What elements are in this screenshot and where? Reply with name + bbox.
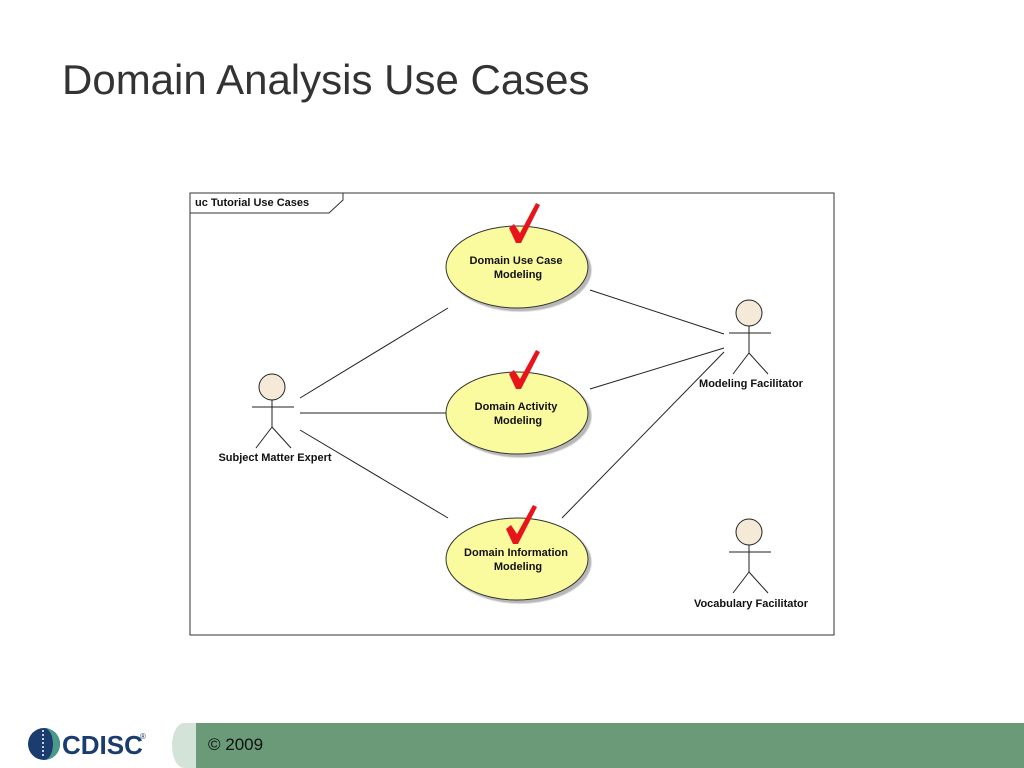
check-marks <box>506 203 540 544</box>
actor-head <box>735 518 763 546</box>
assoc-mf-information <box>561 351 725 519</box>
use-case-label-line2: Modeling <box>494 269 542 281</box>
assoc-sme-information <box>299 429 449 519</box>
footer-curve <box>172 723 196 768</box>
use-case-ellipse <box>445 517 589 601</box>
actor-leg-left <box>255 426 273 449</box>
use-case-ellipse <box>445 225 589 309</box>
check-mark-icon <box>509 203 540 243</box>
use-case-ellipse <box>445 371 589 455</box>
use-case-domain-use-case-modeling[interactable]: Domain Use Case Modeling <box>445 225 589 309</box>
cdisc-logo-icon <box>28 728 60 760</box>
use-case-label-line1: Domain Activity <box>475 401 559 413</box>
check-mark-icon <box>506 505 537 544</box>
logo-registered-mark: ® <box>140 732 146 741</box>
assoc-mf-activity <box>589 347 725 390</box>
actor-vocabulary-facilitator[interactable] <box>729 518 771 594</box>
actor-head <box>258 373 286 401</box>
use-case-label-line1: Domain Use Case <box>470 255 563 267</box>
slide-title: Domain Analysis Use Cases <box>62 56 590 103</box>
actor-leg-right <box>271 426 292 449</box>
actor-modeling-facilitator[interactable] <box>729 299 771 375</box>
actor-leg-right <box>748 571 769 594</box>
use-case-label-line2: Modeling <box>494 561 542 573</box>
assoc-mf-usecase <box>589 289 725 335</box>
check-mark-icon <box>509 350 540 389</box>
actor-leg-left <box>732 571 750 594</box>
assoc-sme-usecase <box>299 307 449 399</box>
actor-label-modeling-facilitator: Modeling Facilitator <box>699 378 804 390</box>
logo-text: CDISC <box>62 730 143 760</box>
actor-head <box>735 299 763 327</box>
actor-leg-left <box>732 352 750 375</box>
use-case-label-line1: Domain Information <box>464 547 568 559</box>
actor-subject-matter-expert[interactable] <box>252 373 294 449</box>
frame-label-tab <box>189 192 344 214</box>
copyright-text: © 2009 <box>208 735 264 754</box>
actor-leg-right <box>748 352 769 375</box>
use-case-domain-activity-modeling[interactable]: Domain Activity Modeling <box>445 371 589 455</box>
association-lines <box>299 289 725 519</box>
footer-green-band <box>184 723 1024 768</box>
actor-label-subject-matter-expert: Subject Matter Expert <box>218 452 331 464</box>
use-case-domain-information-modeling[interactable]: Domain Information Modeling <box>445 517 589 601</box>
use-case-label-line2: Modeling <box>494 415 542 427</box>
frame-label: uc Tutorial Use Cases <box>195 197 309 209</box>
actor-label-vocabulary-facilitator: Vocabulary Facilitator <box>694 598 809 610</box>
